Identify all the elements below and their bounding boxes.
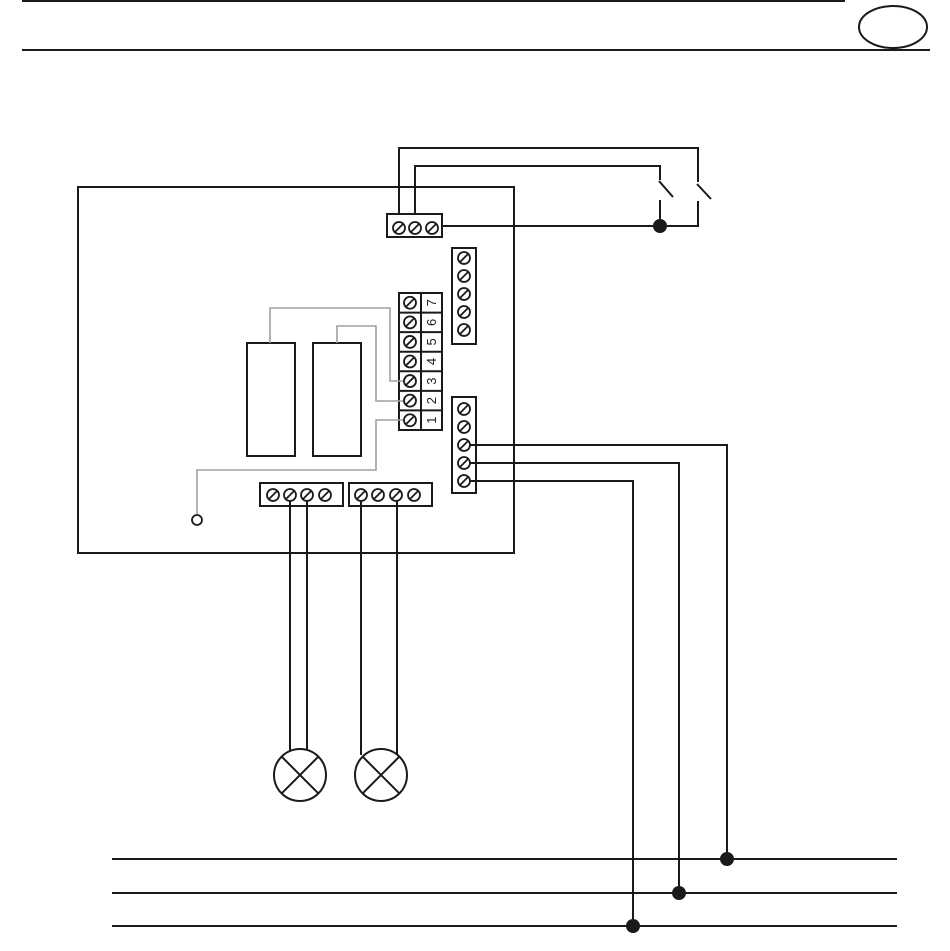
terminal-label-4: 4 <box>424 358 439 365</box>
screw-terminal <box>404 375 416 387</box>
screw-terminal <box>458 306 470 318</box>
lamp-1 <box>274 749 326 801</box>
lamp-2 <box>355 749 407 801</box>
screw-terminal <box>393 222 405 234</box>
screw-terminal <box>458 403 470 415</box>
screw-terminal <box>458 252 470 264</box>
relay-1 <box>247 343 295 456</box>
screw-terminal <box>458 324 470 336</box>
screw-terminal <box>404 414 416 426</box>
junction-dot-bus-3 <box>626 919 640 933</box>
screw-terminal <box>404 356 416 368</box>
screw-terminal <box>267 489 279 501</box>
junction-dot-bus-2 <box>672 886 686 900</box>
screw-terminal <box>404 395 416 407</box>
screw-terminal <box>409 222 421 234</box>
screw-terminal <box>404 336 416 348</box>
terminal-label-7: 7 <box>424 299 439 306</box>
terminal-label-5: 5 <box>424 338 439 345</box>
screw-terminal <box>458 439 470 451</box>
screw-terminal <box>458 421 470 433</box>
screw-terminal <box>284 489 296 501</box>
screw-terminal <box>372 489 384 501</box>
language-badge-oval <box>859 6 927 48</box>
junction-dot-switch <box>653 219 667 233</box>
supply-wiring <box>470 445 727 926</box>
screw-terminal <box>355 489 367 501</box>
screw-terminal <box>458 270 470 282</box>
terminal-label-6: 6 <box>424 319 439 326</box>
junction-dot-bus-1 <box>720 852 734 866</box>
screw-terminal <box>458 288 470 300</box>
switch-wiring <box>399 148 711 233</box>
screw-terminal <box>458 475 470 487</box>
screw-terminal <box>408 489 420 501</box>
lamp-wiring <box>290 501 397 755</box>
screw-terminal <box>458 457 470 469</box>
terminal-label-2: 2 <box>424 397 439 404</box>
screw-terminal <box>426 222 438 234</box>
screw-terminal <box>390 489 402 501</box>
screw-terminal <box>319 489 331 501</box>
screw-terminal <box>301 489 313 501</box>
screw-terminal <box>404 297 416 309</box>
switch-blade-1 <box>659 181 673 197</box>
relay-2 <box>313 343 361 456</box>
screw-terminal <box>404 316 416 328</box>
switch-blade-2 <box>697 184 711 199</box>
antenna-terminal <box>192 515 202 525</box>
terminal-label-1: 1 <box>424 417 439 424</box>
terminal-label-3: 3 <box>424 377 439 384</box>
